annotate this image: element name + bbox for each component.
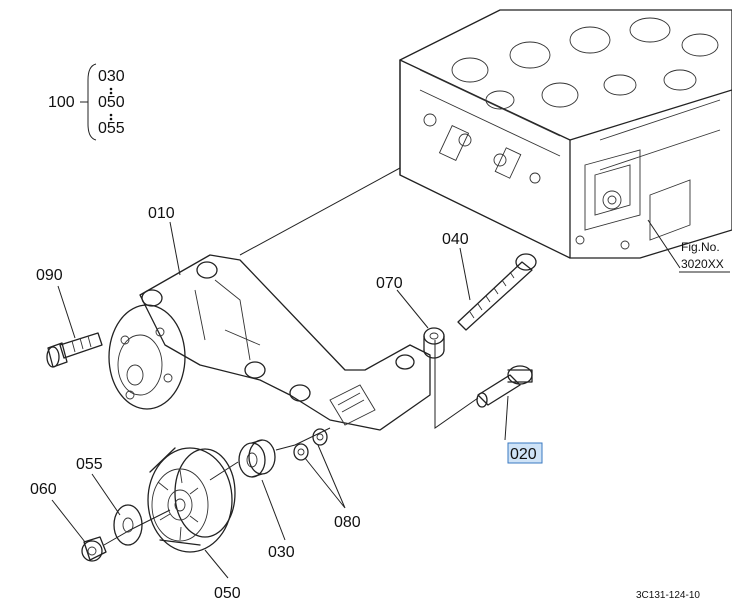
- spacer-070-drawing: [423, 327, 445, 359]
- callout-030[interactable]: 030: [268, 544, 295, 561]
- nuts-080-drawing: [293, 428, 328, 461]
- callout-010[interactable]: 010: [148, 205, 175, 222]
- callout-070[interactable]: 070: [376, 275, 403, 292]
- nut-060-drawing: [81, 536, 107, 562]
- water-pump-drawing: [108, 254, 431, 431]
- assembly-100-bracket: 100 030 050 055: [48, 63, 125, 141]
- spacer-030-drawing: [238, 439, 276, 478]
- centerlines: [103, 167, 479, 546]
- callout-050[interactable]: 050: [214, 585, 241, 602]
- assembly-member-055[interactable]: 055: [98, 120, 125, 137]
- assembly-label[interactable]: 100: [48, 94, 75, 111]
- bolt-040-drawing: [457, 253, 537, 331]
- drawing-code: 3C131-124-10: [636, 590, 700, 601]
- bolt-020-drawing: [476, 365, 533, 408]
- assembly-member-050[interactable]: 050: [98, 94, 125, 111]
- fig-number[interactable]: 3020XX: [681, 257, 724, 271]
- callout-020[interactable]: 020: [510, 446, 537, 463]
- callout-090[interactable]: 090: [36, 267, 63, 284]
- callout-020-highlight: [507, 442, 543, 464]
- pulley-050-drawing: [147, 447, 236, 553]
- cylinder-head-drawing: [399, 9, 732, 259]
- leader-lines: [51, 219, 681, 579]
- callout-055[interactable]: 055: [76, 456, 103, 473]
- assembly-member-030[interactable]: 030: [98, 68, 125, 85]
- callout-060[interactable]: 060: [30, 481, 57, 498]
- callout-040[interactable]: 040: [442, 231, 469, 248]
- washer-055-drawing: [113, 504, 143, 546]
- bolt-090-drawing: [46, 332, 103, 368]
- fig-prefix: Fig.No.: [681, 240, 720, 254]
- callout-080[interactable]: 080: [334, 514, 361, 531]
